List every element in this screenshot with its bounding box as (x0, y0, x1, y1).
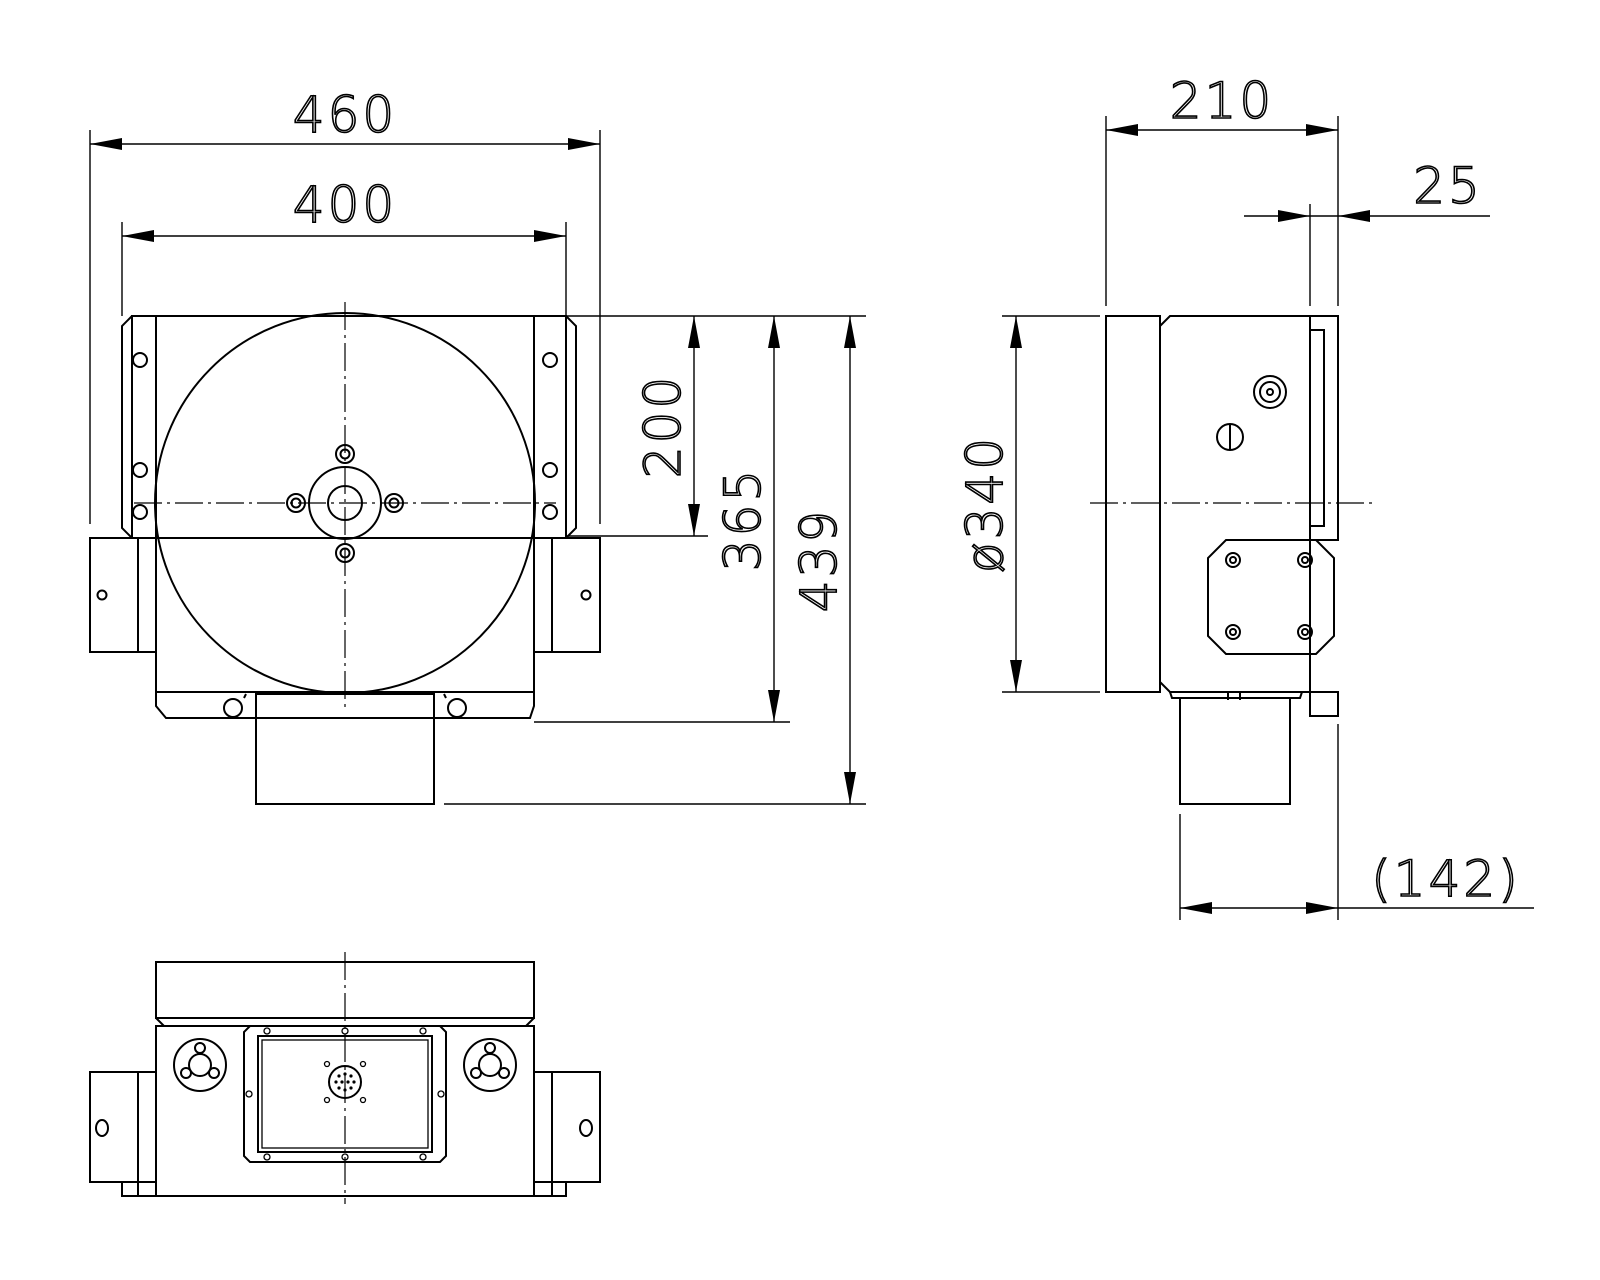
front-dimensions: 460 400 200 365 439 (89, 85, 866, 805)
dim-200-label: 200 (634, 374, 692, 478)
side-fitting (1253, 375, 1287, 409)
bottom-right-block (533, 1071, 601, 1183)
dim-142-label: (142) (1371, 850, 1520, 908)
side-motor-plate (1207, 539, 1335, 655)
bottom-cover-plate (243, 1025, 447, 1163)
side-view (1090, 315, 1374, 805)
dim-460-label: 460 (293, 86, 397, 144)
dim-365-label: 365 (714, 467, 772, 571)
side-housing (1159, 315, 1311, 693)
bottom-right-fitting (463, 1038, 517, 1092)
front-right-block (533, 537, 601, 653)
dim-210-label: 210 (1170, 72, 1274, 130)
side-flange (1310, 315, 1339, 541)
front-view (89, 302, 601, 805)
front-lower-body (155, 538, 535, 719)
side-dimensions: 210 25 ø340 (142) (955, 71, 1534, 920)
dim-25-label: 25 (1413, 157, 1483, 215)
bottom-left-block (89, 1071, 157, 1183)
bottom-left-fitting (173, 1038, 227, 1092)
bottom-connector (323, 1060, 367, 1104)
dim-439-label: 439 (790, 508, 848, 612)
dim-400-label: 400 (293, 176, 397, 234)
bottom-view (89, 952, 601, 1204)
dim-340-label: ø340 (956, 435, 1014, 573)
side-motor-housing (1179, 697, 1291, 805)
front-left-block (89, 537, 157, 653)
front-top-plate (131, 315, 567, 539)
front-motor-housing (255, 693, 435, 805)
side-table-disc (1105, 315, 1161, 693)
mounting-hole (132, 352, 148, 368)
